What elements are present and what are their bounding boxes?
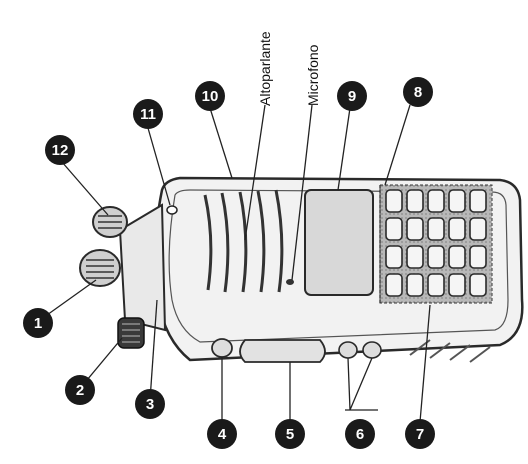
callout-12: 12 [45,135,75,165]
status-led [167,206,177,214]
callout-11-number: 11 [140,106,156,123]
callout-6: 6 [345,419,375,449]
channel-knob [93,207,127,237]
callout-7-number: 7 [416,426,424,443]
display-screen [305,190,373,295]
callout-4: 4 [207,419,237,449]
callout-3: 3 [135,389,165,419]
keypad [380,185,492,303]
callout-8: 8 [403,77,433,107]
microphone-label: Microfono [305,44,321,106]
callout-2: 2 [65,375,95,405]
callout-5: 5 [275,419,305,449]
callout-2-number: 2 [76,382,84,399]
callout-7: 7 [405,419,435,449]
callout-1-number: 1 [34,315,42,332]
antenna-connector [118,318,144,348]
callout-5-number: 5 [286,426,294,443]
callout-10-number: 10 [202,88,219,105]
volume-knob [80,250,120,286]
callout-10: 10 [195,81,225,111]
callout-3-number: 3 [146,396,154,413]
speaker-label: Altoparlante [257,31,273,106]
callout-9: 9 [337,81,367,111]
callout-11: 11 [133,99,163,129]
callout-1: 1 [23,308,53,338]
callout-8-number: 8 [414,84,422,101]
callout-12-number: 12 [52,142,69,159]
callout-4-number: 4 [218,426,227,443]
callout-6-number: 6 [356,426,364,443]
microphone-hole [286,279,294,285]
callout-9-number: 9 [348,88,356,105]
